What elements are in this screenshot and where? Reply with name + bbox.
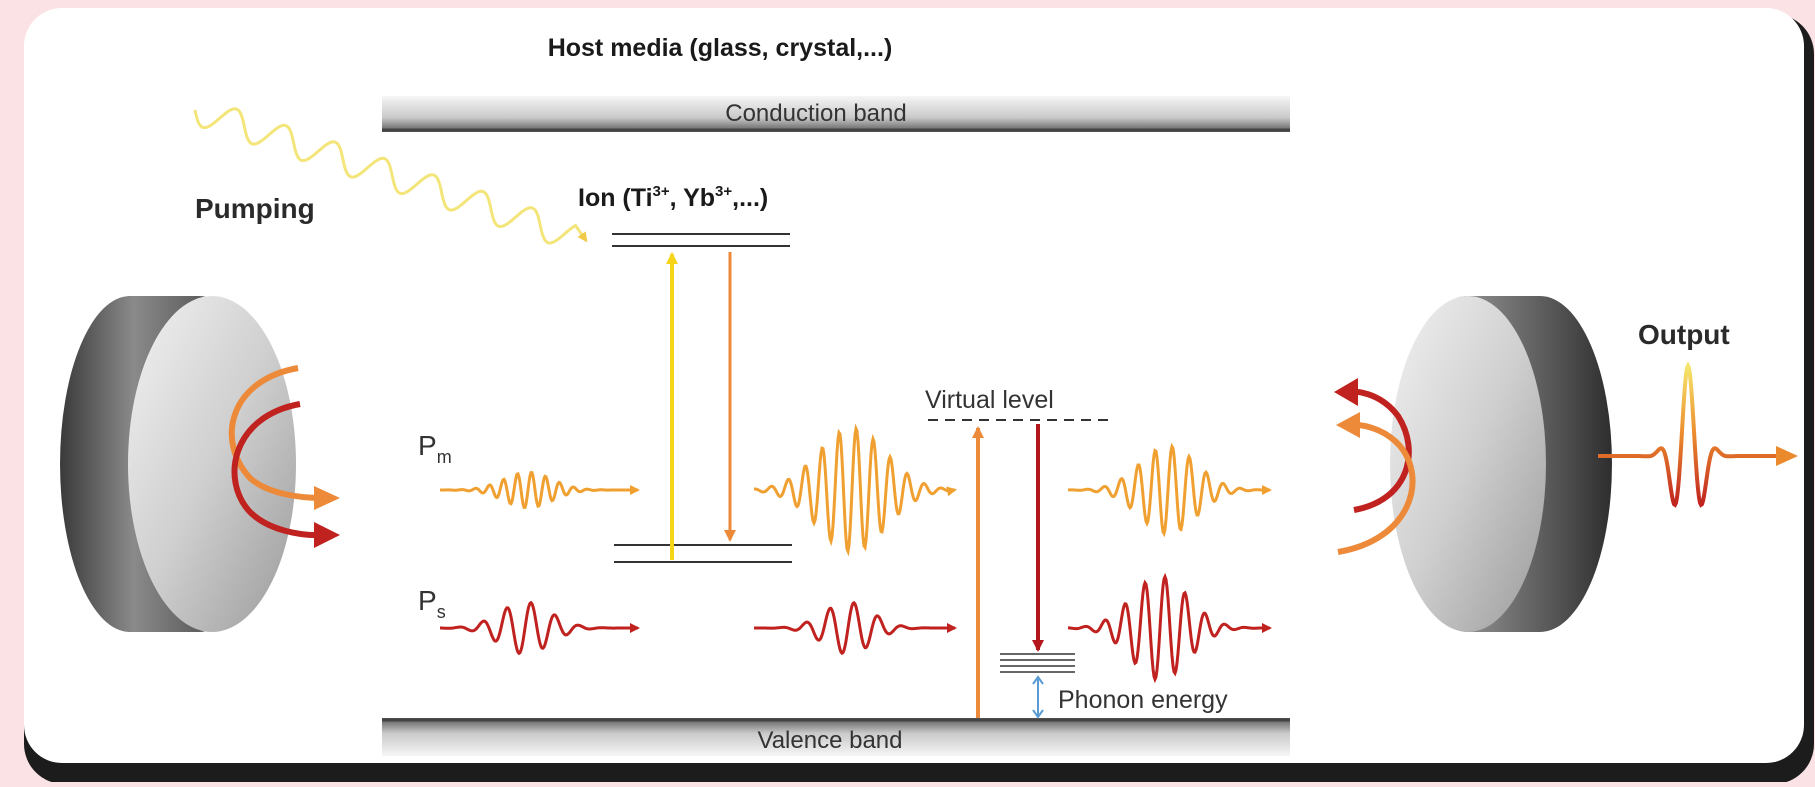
right-reflection-red [1344,388,1412,513]
phonon-energy-label: Phonon energy [1058,686,1228,714]
ps-pulse-amplified [1067,572,1272,684]
right-reflection-orange [1337,421,1416,555]
diagram-title: Host media (glass, crystal,...) [548,34,893,62]
valence-band-label: Valence band [757,727,902,754]
virtual-level-label: Virtual level [925,386,1054,414]
valence-band-bar [382,718,1290,756]
ps-pulse-mid [754,600,957,656]
left-reflection-red-head [314,522,340,548]
left-mirror-face [128,296,296,632]
right-mirror [1390,296,1612,632]
pm-pulse-depleted [1068,442,1272,538]
pulse-group [440,423,1272,684]
output-arrowhead [1776,446,1798,466]
phonon-energy-arrowhead-bottom [1032,709,1044,719]
left-reflection-red [231,401,323,539]
right-mirror-face [1390,296,1546,632]
pumping-label: Pumping [195,193,315,224]
ps-label: Ps [418,585,446,622]
left-mirror [60,296,296,632]
left-reflection-orange-head [314,486,340,510]
right-reflection-orange-head [1336,412,1360,438]
ps-pulse-input [440,600,640,656]
left-reflection-orange [228,365,323,501]
pm-pulse-input [440,470,640,510]
phonon-energy-arrowhead-top [1032,675,1044,685]
pm-label: Pm [418,430,452,467]
output-pulse [1598,361,1780,508]
conduction-band-bar [382,96,1290,132]
output-label: Output [1638,319,1730,350]
ion-label: Ion (Ti3+, Yb3+,...) [578,183,768,212]
pm-pulse-amplified [754,423,957,557]
pump-wave [193,107,588,245]
conduction-band-label: Conduction band [725,100,906,127]
right-reflection-red-head [1334,378,1358,406]
